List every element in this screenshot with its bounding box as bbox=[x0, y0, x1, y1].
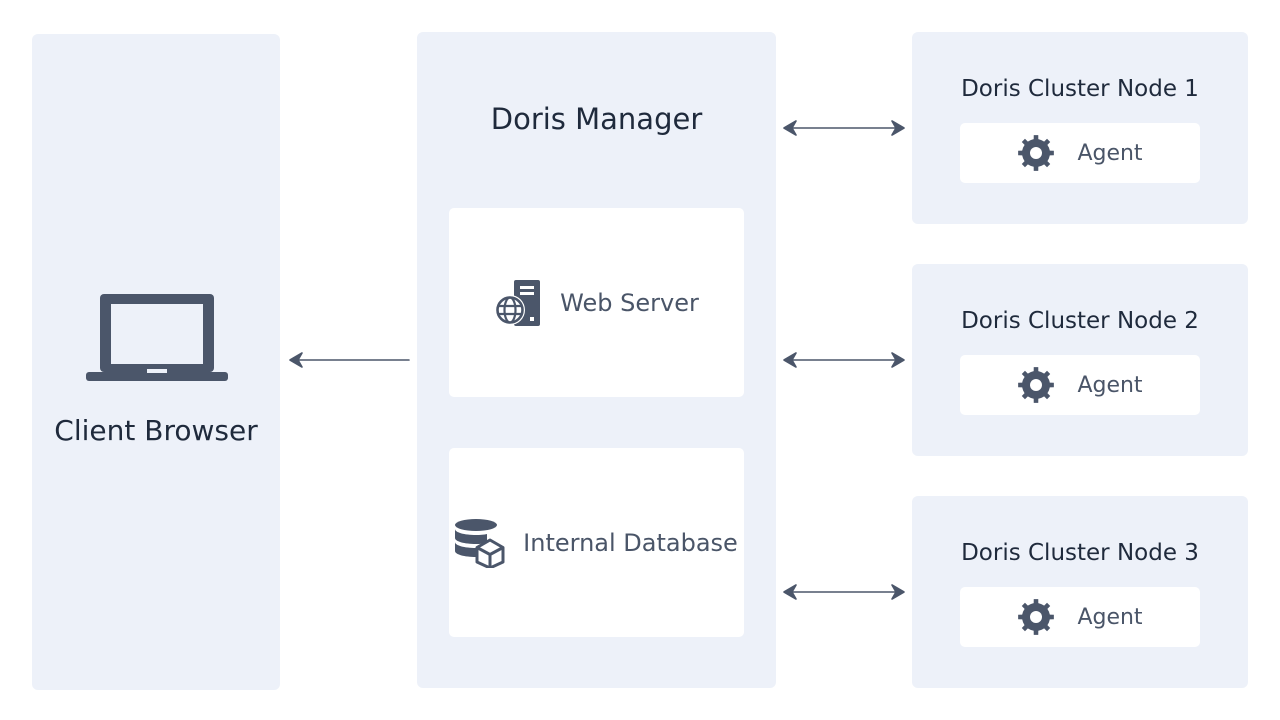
laptop-icon bbox=[86, 294, 228, 381]
agent-card-2: Agent bbox=[960, 355, 1200, 415]
client-browser-panel: Client Browser bbox=[32, 34, 280, 690]
gear-icon bbox=[1018, 599, 1055, 635]
agent-card-1: Agent bbox=[960, 123, 1200, 183]
client-browser-title: Client Browser bbox=[54, 414, 258, 447]
cluster-node-1-title: Doris Cluster Node 1 bbox=[961, 76, 1199, 102]
gear-icon bbox=[1018, 135, 1055, 171]
gear-icon bbox=[1018, 367, 1055, 403]
manager-to-client-arrow bbox=[289, 352, 410, 368]
database-icon bbox=[455, 518, 505, 568]
manager-node-3-arrow bbox=[783, 584, 905, 600]
agent-card-3: Agent bbox=[960, 587, 1200, 647]
internal-database-card: Internal Database bbox=[449, 448, 744, 637]
agent-label-3: Agent bbox=[1077, 604, 1143, 630]
agent-label-1: Agent bbox=[1077, 140, 1143, 166]
doris-manager-panel: Doris Manager Web Server bbox=[417, 32, 776, 688]
cluster-node-2-panel: Doris Cluster Node 2 Agent bbox=[912, 264, 1248, 456]
cluster-node-1-panel: Doris Cluster Node 1 Agent bbox=[912, 32, 1248, 224]
web-server-icon bbox=[495, 279, 541, 326]
manager-node-2-arrow bbox=[783, 352, 905, 368]
doris-manager-title: Doris Manager bbox=[490, 102, 703, 136]
cluster-node-2-title: Doris Cluster Node 2 bbox=[961, 308, 1199, 334]
web-server-card: Web Server bbox=[449, 208, 744, 397]
cluster-node-3-panel: Doris Cluster Node 3 Agent bbox=[912, 496, 1248, 688]
web-server-label: Web Server bbox=[560, 288, 699, 317]
internal-database-label: Internal Database bbox=[523, 528, 738, 557]
cluster-node-3-title: Doris Cluster Node 3 bbox=[961, 540, 1199, 566]
agent-label-2: Agent bbox=[1077, 372, 1143, 398]
manager-node-1-arrow bbox=[783, 120, 905, 136]
